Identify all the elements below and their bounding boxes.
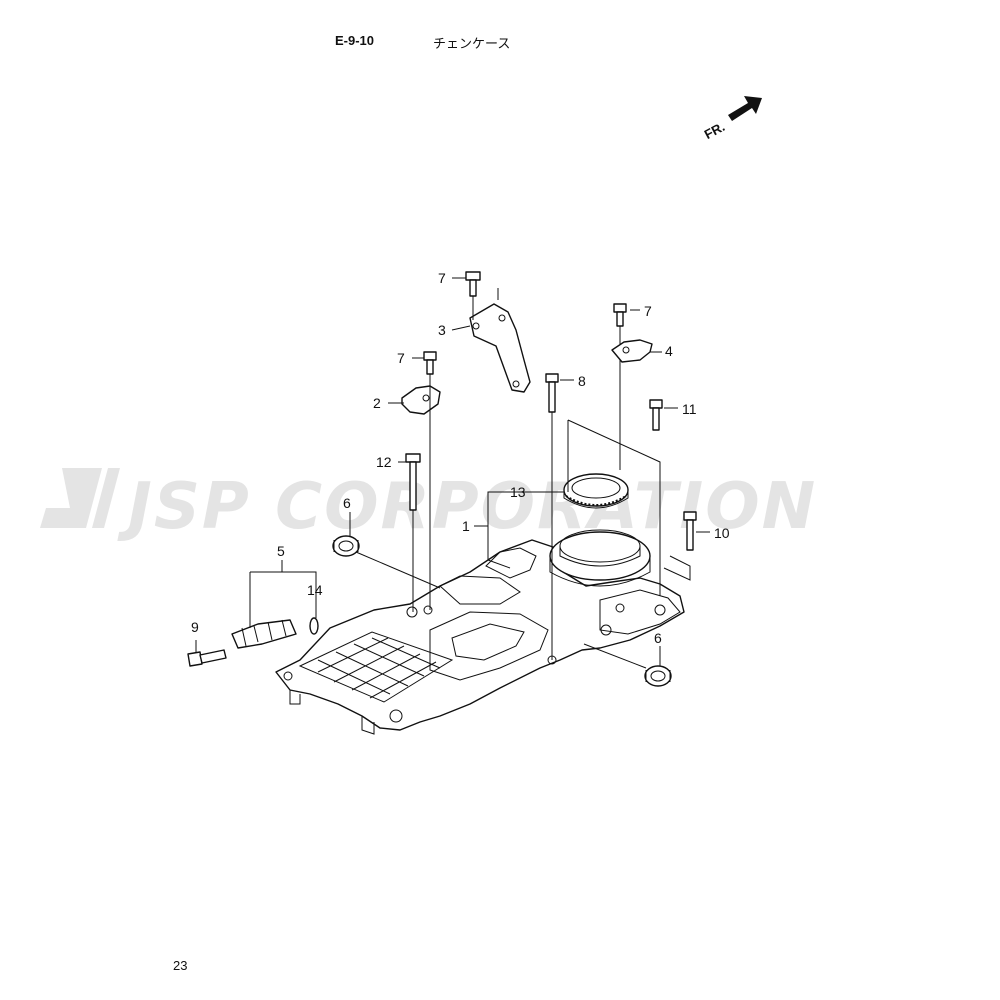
bracket-2 (401, 385, 441, 415)
chain-case-body (275, 529, 685, 735)
front-direction-indicator: FR. (702, 96, 762, 142)
bolt-12 (405, 453, 421, 612)
callout-9: 9 (191, 619, 199, 635)
diagram-title: チェンケース (433, 37, 511, 52)
callout-8: 8 (578, 373, 586, 389)
oil-seal (563, 473, 629, 509)
sensor-5 (231, 619, 297, 649)
watermark-logo-icon (40, 468, 120, 528)
callout-3: 3 (438, 322, 446, 338)
watermark: JSP CORPORATION (40, 468, 815, 544)
callout-labels: 7 3 7 4 7 2 8 11 12 13 1 6 10 5 14 9 6 (191, 270, 730, 646)
bolt-9 (187, 649, 227, 667)
bracket-4 (611, 339, 653, 363)
page-number: 23 (173, 958, 188, 973)
diagram-code: E-9-10 (335, 33, 375, 48)
front-label: FR. (702, 119, 728, 142)
o-ring-14 (309, 617, 319, 635)
callout-5: 5 (277, 543, 285, 559)
bolt-8 (545, 373, 559, 660)
grommet-6-left (332, 535, 441, 589)
bolt-10 (683, 511, 697, 551)
callout-12: 12 (376, 454, 392, 470)
callout-10: 10 (714, 525, 730, 541)
callout-7-left: 7 (397, 350, 405, 366)
front-arrow-icon (728, 96, 762, 121)
callout-7-top: 7 (438, 270, 446, 286)
bolt-11 (649, 399, 663, 431)
leader-lines (195, 277, 710, 666)
callout-2: 2 (373, 395, 381, 411)
callout-14: 14 (307, 582, 323, 598)
callout-11: 11 (682, 401, 697, 417)
callout-7-right: 7 (644, 303, 652, 319)
callout-6-left: 6 (343, 495, 351, 511)
bolt-7-top (465, 271, 481, 320)
callout-13: 13 (510, 484, 526, 500)
callout-6-right: 6 (654, 630, 662, 646)
grommet-6-right (583, 643, 672, 687)
bolt-7-right (613, 303, 627, 344)
callout-1: 1 (462, 518, 470, 534)
callout-4: 4 (665, 343, 673, 359)
bracket-3 (469, 288, 531, 393)
bolt-7-left (423, 351, 437, 390)
